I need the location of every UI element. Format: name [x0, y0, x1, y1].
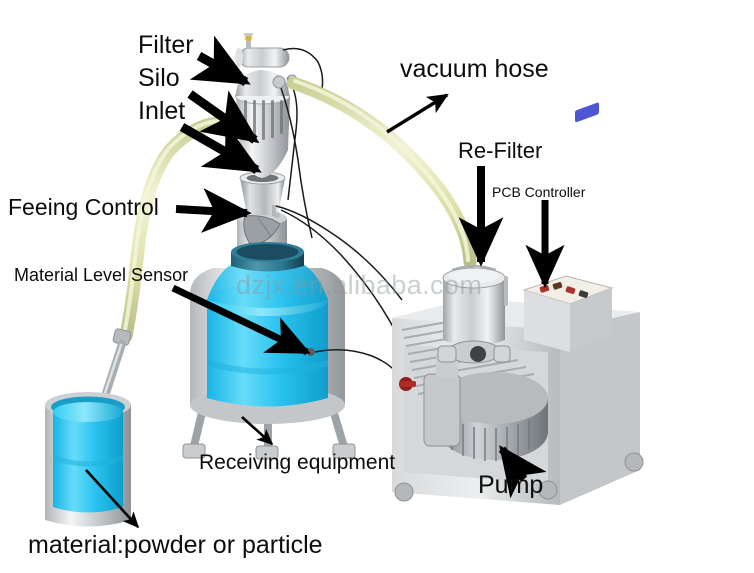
label-material: material:powder or particle [28, 531, 323, 559]
re-filter [437, 265, 511, 364]
label-inlet: Inlet [138, 97, 186, 125]
label-silo: Silo [138, 64, 180, 92]
label-receiving-equipment: Receiving equipment [199, 451, 396, 474]
watermark: dzjx.en.alibaba.com [236, 270, 483, 300]
red-valve [399, 377, 416, 391]
pump-machine [392, 102, 644, 505]
label-re-filter: Re-Filter [458, 138, 543, 163]
label-pump: Pump [478, 471, 544, 499]
feeding-control-valve [243, 205, 281, 245]
label-material-level-sensor: Material Level Sensor [14, 265, 189, 285]
label-feeding-control: Feeing Control [8, 194, 159, 220]
material-bucket [45, 392, 131, 527]
label-vacuum-hose: vacuum hose [400, 55, 549, 83]
label-pcb-controller: PCB Controller [492, 184, 586, 200]
label-filter: Filter [138, 31, 194, 59]
